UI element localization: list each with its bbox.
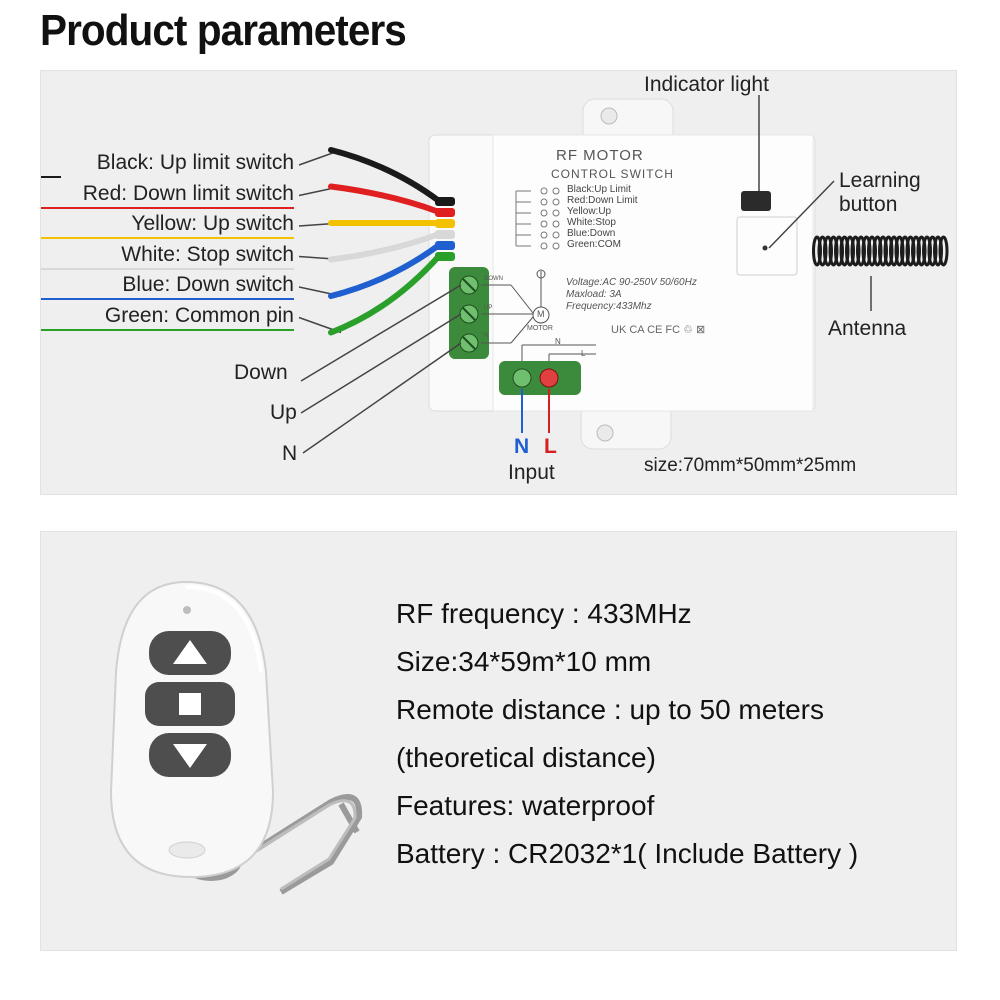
device-name: RF MOTOR [556, 147, 644, 164]
up-arrow-icon [173, 640, 207, 664]
legend-row: Green:COM [567, 239, 621, 250]
wire-underline [41, 267, 294, 270]
antenna-coil-loop [938, 235, 949, 267]
wire-label: White: Stop switch [121, 242, 294, 266]
antenna-label: Antenna [828, 317, 907, 340]
legend-row: Blue:Down [567, 228, 616, 239]
remote-control-image [109, 580, 363, 895]
terminal-up-label: UP [484, 305, 493, 311]
learning-button-label: Learning button [839, 169, 921, 216]
wire-stub [435, 230, 455, 239]
terminal-up-callout: Up [270, 401, 297, 424]
terminal-down-callout: Down [234, 361, 288, 384]
indicator-light-label: Indicator light [644, 73, 769, 96]
wire-underline [41, 328, 294, 331]
remote-spec-line: Battery : CR2032*1( Include Battery ) [396, 838, 859, 869]
down-arrow-icon [173, 744, 207, 768]
size-label: size:70mm*50mm*25mm [644, 455, 857, 476]
input-callout: Input [508, 461, 555, 484]
device-spec-line: Voltage:AC 90-250V 50/60Hz [566, 277, 697, 288]
schematic-l-label: L [581, 349, 586, 358]
wire-stub [435, 252, 455, 261]
wire-label: Green: Common pin [104, 303, 294, 327]
legend-row: Red:Down Limit [567, 195, 638, 206]
wire-underline [41, 237, 294, 239]
wire-cable [328, 242, 442, 299]
wire-underline [41, 298, 294, 300]
wire-label: Black: Up limit switch [96, 151, 294, 174]
wire-stub [435, 241, 455, 250]
input-l-callout: L [544, 435, 557, 458]
terminal-n-label: N [484, 333, 489, 339]
remote-spec-line: RF frequency : 433MHz [396, 598, 692, 629]
legend-row: White:Stop [567, 217, 616, 228]
wire-label: Red: Down limit switch [82, 181, 294, 205]
stop-square-icon [179, 693, 201, 715]
wire-cable [328, 183, 442, 215]
device-spec-line: Frequency:433Mhz [566, 301, 652, 312]
learning-button-shape [736, 216, 798, 276]
remote-spec-line: Size:34*59m*10 mm [396, 646, 652, 677]
device-diagram [298, 95, 949, 454]
remote-spec-line: Remote distance : up to 50 meters [396, 694, 824, 725]
remote-spec-line: Features: waterproof [396, 790, 655, 821]
remote-spec-line: (theoretical distance) [396, 742, 656, 773]
wire-stub [435, 197, 455, 206]
schematic-n-label: N [555, 337, 561, 346]
page-title: Product parameters [40, 6, 407, 55]
legend-row: Black:Up Limit [567, 184, 631, 195]
device-spec-line: Maxload: 3A [566, 289, 622, 300]
wire-label: Yellow: Up switch [131, 212, 294, 235]
wire-stub [435, 219, 455, 228]
motor-label: MOTOR [527, 325, 553, 332]
wire-cable [328, 231, 442, 263]
device-subname: CONTROL SWITCH [551, 167, 674, 181]
terminal-down-label: DOWN [484, 276, 503, 282]
wire-cable [328, 147, 442, 204]
cert-marks: UK CA CE FC ♲ ⊠ [611, 324, 706, 336]
wire-cable [328, 253, 442, 336]
wire-stub [435, 208, 455, 217]
input-n-callout: N [514, 435, 530, 458]
indicator-light [741, 191, 771, 211]
wire-label: Blue: Down switch [122, 273, 294, 296]
motor-symbol: M [537, 309, 545, 319]
legend-row: Yellow:Up [567, 206, 612, 217]
wire-underline [41, 176, 61, 178]
terminal-n-callout: N [282, 442, 298, 465]
wire-underline [41, 206, 294, 209]
